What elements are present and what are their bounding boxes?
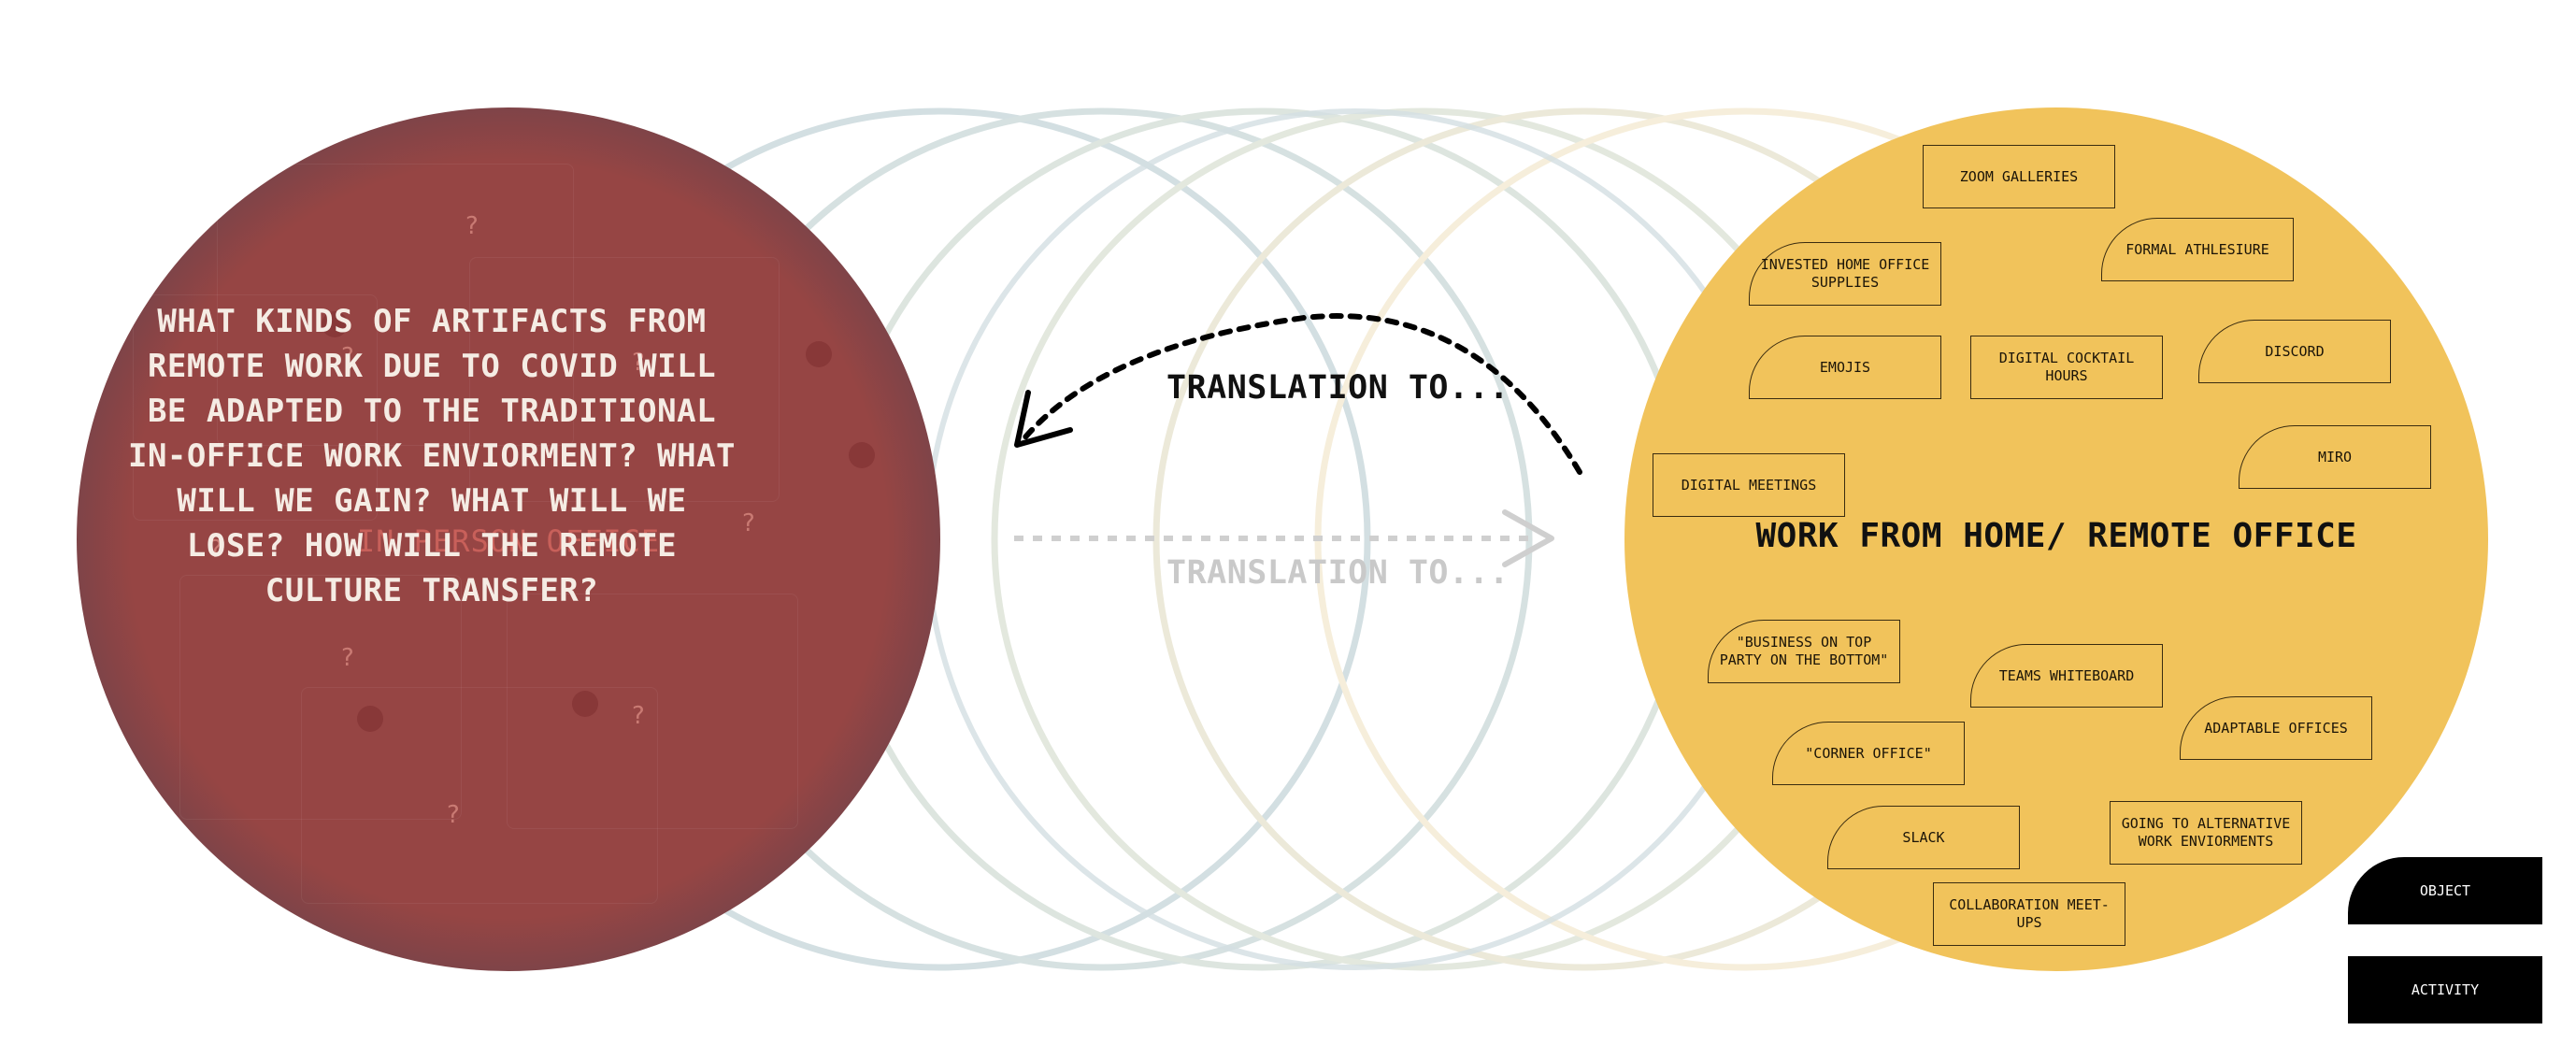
in-person-office-label: IN PERSON OFFICE (356, 523, 661, 559)
remote-office-circle (1624, 107, 2488, 971)
translation-label: TRANSLATION TO... (1166, 369, 1510, 407)
arrow-head-icon (1014, 390, 1073, 448)
question-mark-icon: ? (209, 536, 222, 564)
item-digital-cocktail-hours[interactable]: DIGITAL COCKTAIL HOURS (1970, 336, 2163, 399)
chevron-right-icon (1502, 509, 1554, 567)
question-mark-icon: ? (742, 509, 755, 537)
in-person-office-circle: ? ? ? ? ? ? ? ? IN PERSON OFFICE (77, 107, 940, 971)
item-collaboration-meetups[interactable]: COLLABORATION MEET-UPS (1933, 882, 2125, 946)
ghost-dot (849, 442, 875, 468)
item-zoom-galleries[interactable]: ZOOM GALLERIES (1923, 145, 2115, 208)
translation-label-faded: TRANSLATION TO... (1166, 554, 1510, 592)
legend-object-button[interactable]: OBJECT (2348, 857, 2542, 924)
ghost-dot (572, 691, 598, 717)
question-mark-icon: ? (447, 801, 460, 829)
legend-activity-button[interactable]: ACTIVITY (2348, 956, 2542, 1023)
question-mark-icon: ? (465, 212, 479, 240)
ghost-dot (322, 311, 348, 337)
question-mark-icon: ? (632, 702, 645, 730)
remote-office-title: WORK FROM HOME/ REMOTE OFFICE (1755, 517, 2357, 555)
question-mark-icon: ? (632, 349, 645, 377)
curved-arrow (1021, 313, 1582, 475)
ghost-dot (357, 706, 383, 732)
item-alternative-work-environments[interactable]: GOING TO ALTERNATIVE WORK ENVIORMENTS (2110, 801, 2302, 865)
item-business-on-top[interactable]: "BUSINESS ON TOP PARTY ON THE BOTTOM" (1708, 620, 1900, 683)
research-question: WHAT KINDS OF ARTIFACTS FROM REMOTE WORK… (127, 303, 737, 609)
ghost-box (217, 164, 574, 446)
ghost-box (133, 294, 378, 521)
question-mark-icon: ? (341, 343, 354, 371)
ghost-box (469, 257, 780, 502)
ghost-dot (806, 341, 832, 367)
ghost-box (179, 575, 462, 820)
item-digital-meetings[interactable]: DIGITAL MEETINGS (1653, 453, 1845, 517)
question-mark-icon: ? (341, 644, 354, 672)
ghost-box (301, 687, 658, 904)
ghost-box (507, 594, 798, 829)
item-invested-home-office-supplies[interactable]: INVESTED HOME OFFICE SUPPLIES (1749, 242, 1941, 306)
